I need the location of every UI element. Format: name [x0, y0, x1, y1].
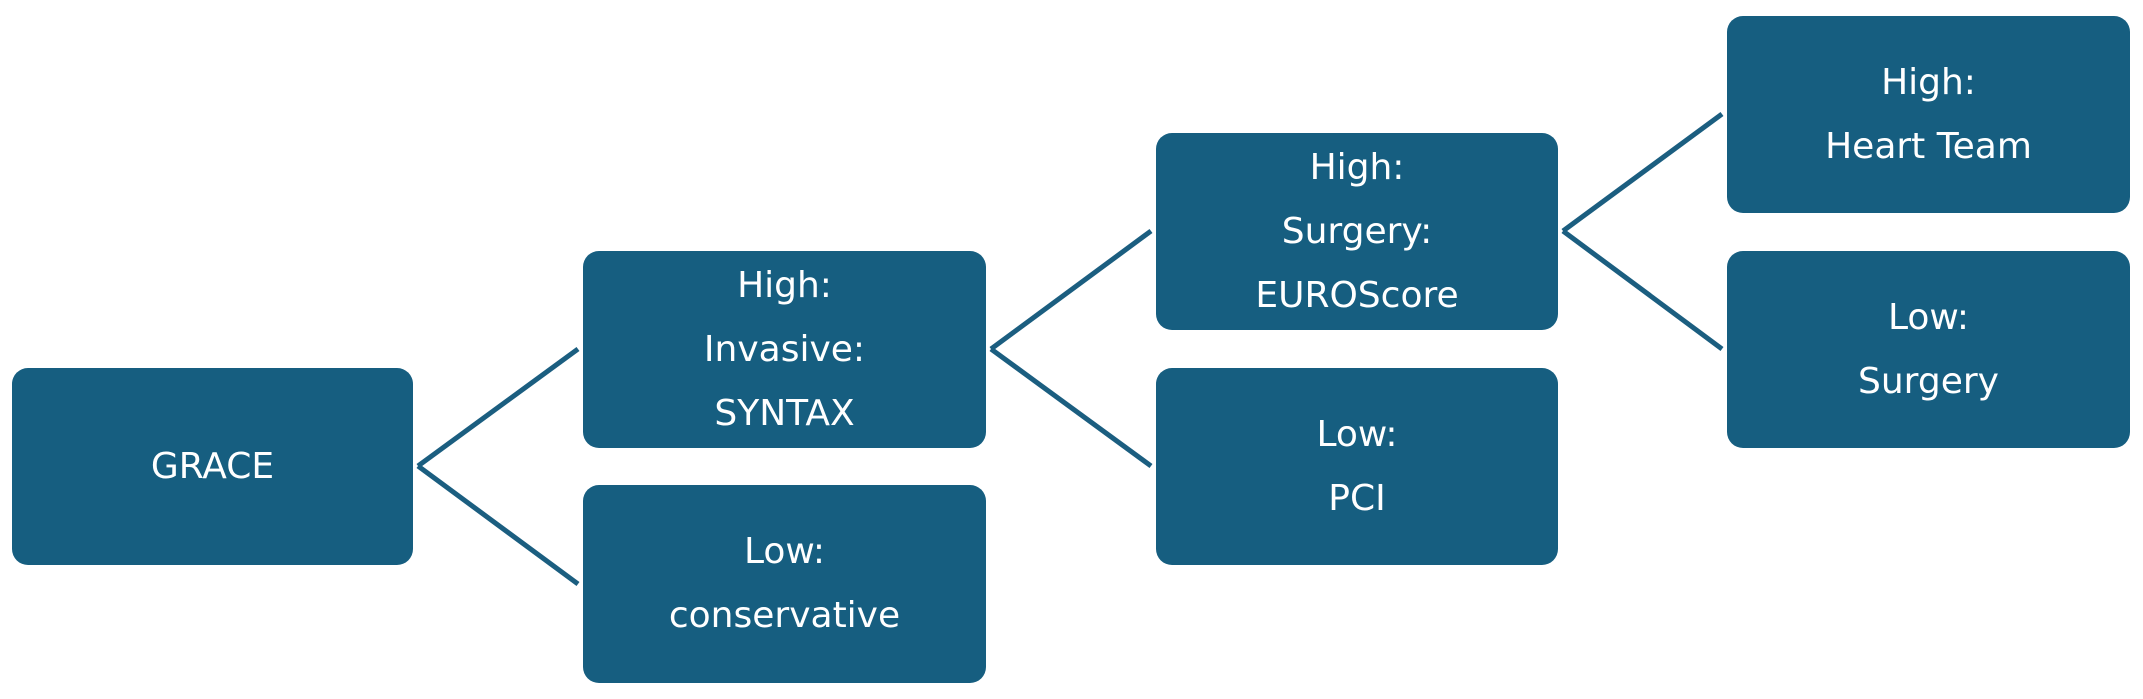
node-high-heart-team-line-1: High: [1881, 61, 1976, 103]
node-high-invasive-line-1: High: [737, 264, 832, 306]
node-low-conservative: Low: conservative [583, 485, 986, 683]
node-low-pci-line-1: Low: [1316, 413, 1398, 455]
node-low-surgery-line-1: Low: [1887, 296, 1970, 338]
edge-high-invasive-to-high-surgery [989, 228, 1153, 352]
node-low-conservative-line-2: conservative [668, 595, 901, 636]
node-high-surgery-euroscore: High: Surgery: EUROScore [1156, 133, 1558, 330]
node-high-surgery-line-3: EUROScore [1255, 274, 1459, 316]
edge-high-surgery-to-high-heart-team [1561, 111, 1724, 234]
node-low-conservative-line-1: Low: [743, 531, 826, 572]
node-low-pci: Low: PCI [1156, 368, 1558, 565]
node-low-pci-line-2: PCI [1328, 477, 1386, 519]
node-high-invasive-syntax: High: Invasive: SYNTAX [583, 251, 986, 448]
edge-high-invasive-to-low-pci [989, 346, 1153, 469]
edge-grace-to-high-invasive [416, 346, 580, 469]
node-high-invasive-line-2: Invasive: [703, 328, 866, 370]
node-grace: GRACE [12, 368, 413, 565]
node-low-surgery-line-2: Surgery [1858, 360, 1999, 402]
node-grace-line-1: GRACE [150, 445, 275, 487]
node-high-invasive-line-3: SYNTAX [714, 392, 855, 434]
edge-grace-to-low-conservative [416, 463, 580, 587]
node-high-surgery-line-2: Surgery: [1281, 210, 1433, 252]
node-high-heart-team: High: Heart Team [1727, 16, 2130, 213]
node-high-heart-team-line-2: Heart Team [1825, 125, 2032, 167]
node-high-surgery-line-1: High: [1309, 146, 1405, 188]
node-low-surgery: Low: Surgery [1727, 251, 2130, 448]
edge-high-surgery-to-low-surgery [1561, 228, 1724, 352]
